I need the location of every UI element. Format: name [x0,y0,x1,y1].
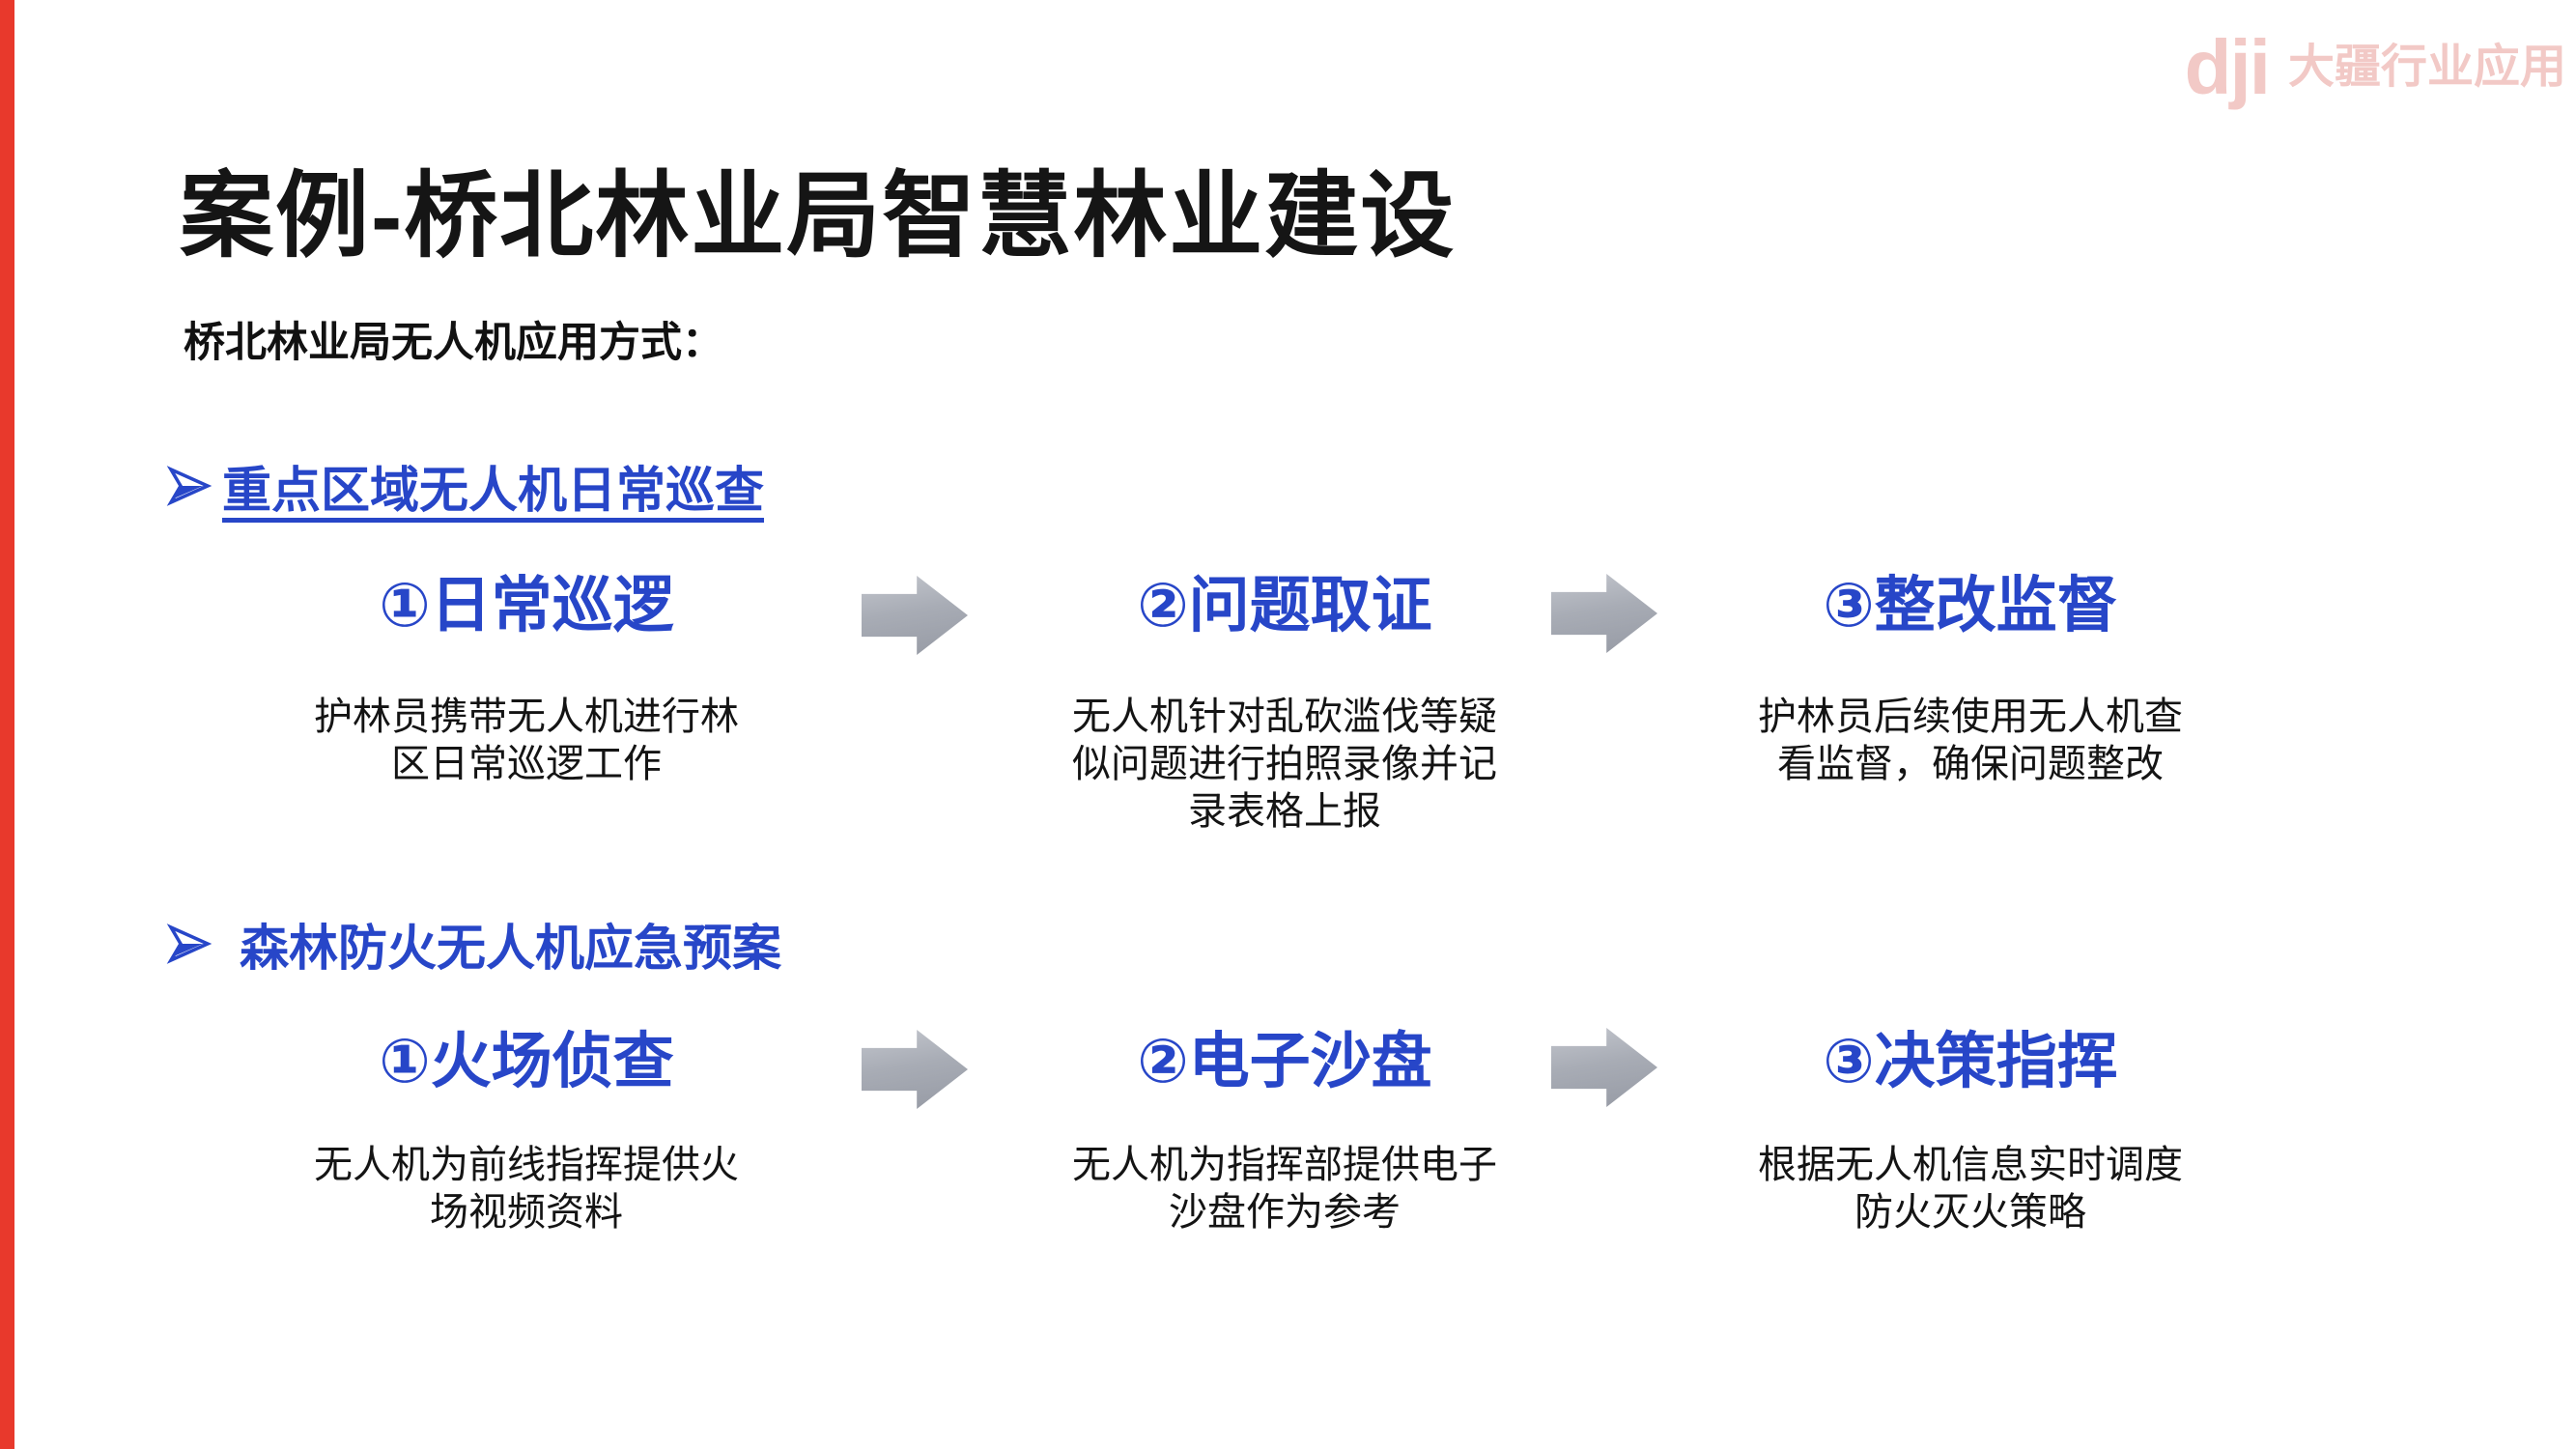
flow-arrow-icon [1551,1028,1657,1107]
step-description: 根据无人机信息实时调度 防火灭火策略 [1758,1144,2183,1234]
arrowhead-bullet-icon [166,923,212,964]
step-description: 无人机为指挥部提供电子 沙盘作为参考 [1072,1144,1497,1234]
arrowhead-bullet-icon [166,466,212,506]
step-label: ②问题取证 [1137,572,1432,639]
flow-arrow-icon [862,1030,968,1109]
step-description: 护林员后续使用无人机查 看监督，确保问题整改 [1758,696,2183,785]
flow-arrow-icon [1551,574,1657,653]
dji-logo: dji [2184,24,2271,110]
step-description: 护林员携带无人机进行林 区日常巡逻工作 [314,696,739,785]
step-label: ②电子沙盘 [1137,1028,1432,1095]
section-heading-patrol: 重点区域无人机日常巡查 [166,450,764,522]
step-description: 无人机针对乱砍滥伐等疑 似问题进行拍照录像并记 录表格上报 [1072,696,1497,833]
flow-arrow-icon [862,576,968,655]
page-title: 案例-桥北林业局智慧林业建设 [180,163,1457,269]
section-heading-fire: 森林防火无人机应急预案 [166,908,781,980]
section-heading-text: 森林防火无人机应急预案 [240,921,782,976]
left-accent-bar [0,0,14,1449]
step-description: 无人机为前线指挥提供火 场视频资料 [314,1144,739,1234]
section-heading-text: 重点区域无人机日常巡查 [222,463,765,518]
slide-subtitle: 桥北林业局无人机应用方式： [184,320,723,366]
step-label: ①日常巡逻 [379,572,674,639]
dji-watermark-label: 大疆行业应用 [2287,42,2566,93]
step-label: ①火场侦查 [379,1028,674,1095]
dji-watermark: dji 大疆行业应用 [2185,29,2566,106]
step-label: ③整改监督 [1823,572,2118,639]
step-label: ③决策指挥 [1823,1028,2118,1095]
